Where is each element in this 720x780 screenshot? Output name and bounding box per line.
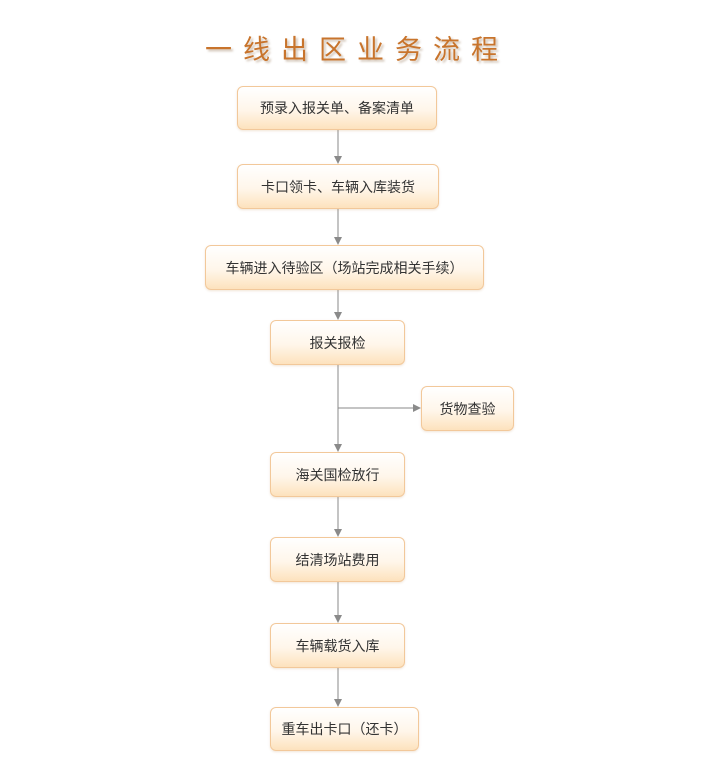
step-cargo-inspection: 货物查验	[421, 386, 514, 431]
step-gate-card-loading: 卡口领卡、车辆入库装货	[237, 164, 439, 209]
step-customs-declaration: 报关报检	[270, 320, 405, 365]
step-waiting-inspection-area: 车辆进入待验区（场站完成相关手续）	[205, 245, 484, 290]
step-customs-release: 海关国检放行	[270, 452, 405, 497]
page-title: 一线出区业务流程	[205, 35, 509, 66]
step-loaded-vehicle-storage: 车辆载货入库	[270, 623, 405, 668]
step-pre-entry-declaration: 预录入报关单、备案清单	[237, 86, 437, 130]
step-exit-gate-return-card: 重车出卡口（还卡）	[270, 707, 419, 751]
step-settle-fees: 结清场站费用	[270, 537, 405, 582]
